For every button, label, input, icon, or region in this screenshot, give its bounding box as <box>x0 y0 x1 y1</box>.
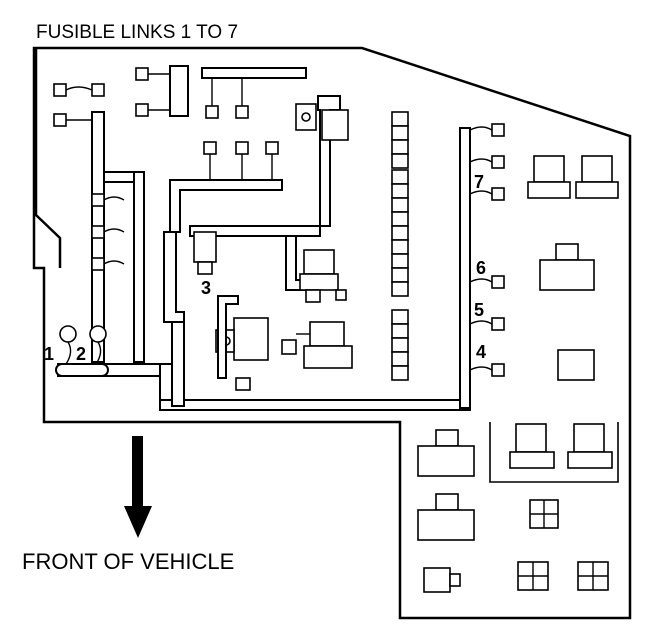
relay-lower-8 <box>577 561 609 591</box>
link-label-3: 3 <box>201 278 211 298</box>
relay-lower-1 <box>417 429 475 477</box>
upper-bus <box>169 179 283 233</box>
relay-right-2 <box>575 155 619 199</box>
relay-upper-mid <box>295 103 349 141</box>
front-of-vehicle-caption: FRONT OF VEHICLE <box>22 549 234 574</box>
fuse-column <box>391 111 409 381</box>
relay-lower-left <box>215 295 269 391</box>
right-bus <box>459 127 471 409</box>
link-label-2: 2 <box>76 344 86 364</box>
left-bus-branch <box>103 171 135 183</box>
fusible-link-1-2-assembly <box>55 325 109 377</box>
relay-lower-2 <box>509 423 555 469</box>
upper-bus-top <box>201 67 307 79</box>
front-arrow-icon <box>124 436 152 538</box>
relay-lower-6 <box>423 567 461 593</box>
left-bus-drop <box>133 171 145 363</box>
fuse-box-outline <box>32 46 632 620</box>
left-loop <box>163 231 185 323</box>
relay-lower-mid <box>281 321 353 369</box>
relay-lower-4 <box>417 493 475 541</box>
link-label-4: 4 <box>476 342 486 362</box>
right-connectors <box>469 123 505 377</box>
relay-center <box>299 249 347 303</box>
relay-lower-5 <box>529 499 559 529</box>
relay-right-4 <box>557 349 595 381</box>
relay-lower-7 <box>517 561 549 591</box>
center-riser <box>171 315 185 407</box>
link-label-1: 1 <box>44 344 54 364</box>
relay-right-1 <box>527 155 571 199</box>
relay-compartment-outline <box>489 422 619 483</box>
link-label-5: 5 <box>474 300 484 320</box>
relay-center-left <box>193 231 217 275</box>
upper-connectors <box>203 78 279 180</box>
link-label-6: 6 <box>476 258 486 278</box>
diagram-title: FUSIBLE LINKS 1 TO 7 <box>36 22 238 43</box>
bottom-bus <box>159 399 471 411</box>
relay-lower-3 <box>567 423 613 469</box>
link-label-7: 7 <box>474 172 484 192</box>
fuse-block-top <box>169 65 189 117</box>
relay-right-3 <box>539 243 595 291</box>
left-connectors <box>53 67 170 271</box>
